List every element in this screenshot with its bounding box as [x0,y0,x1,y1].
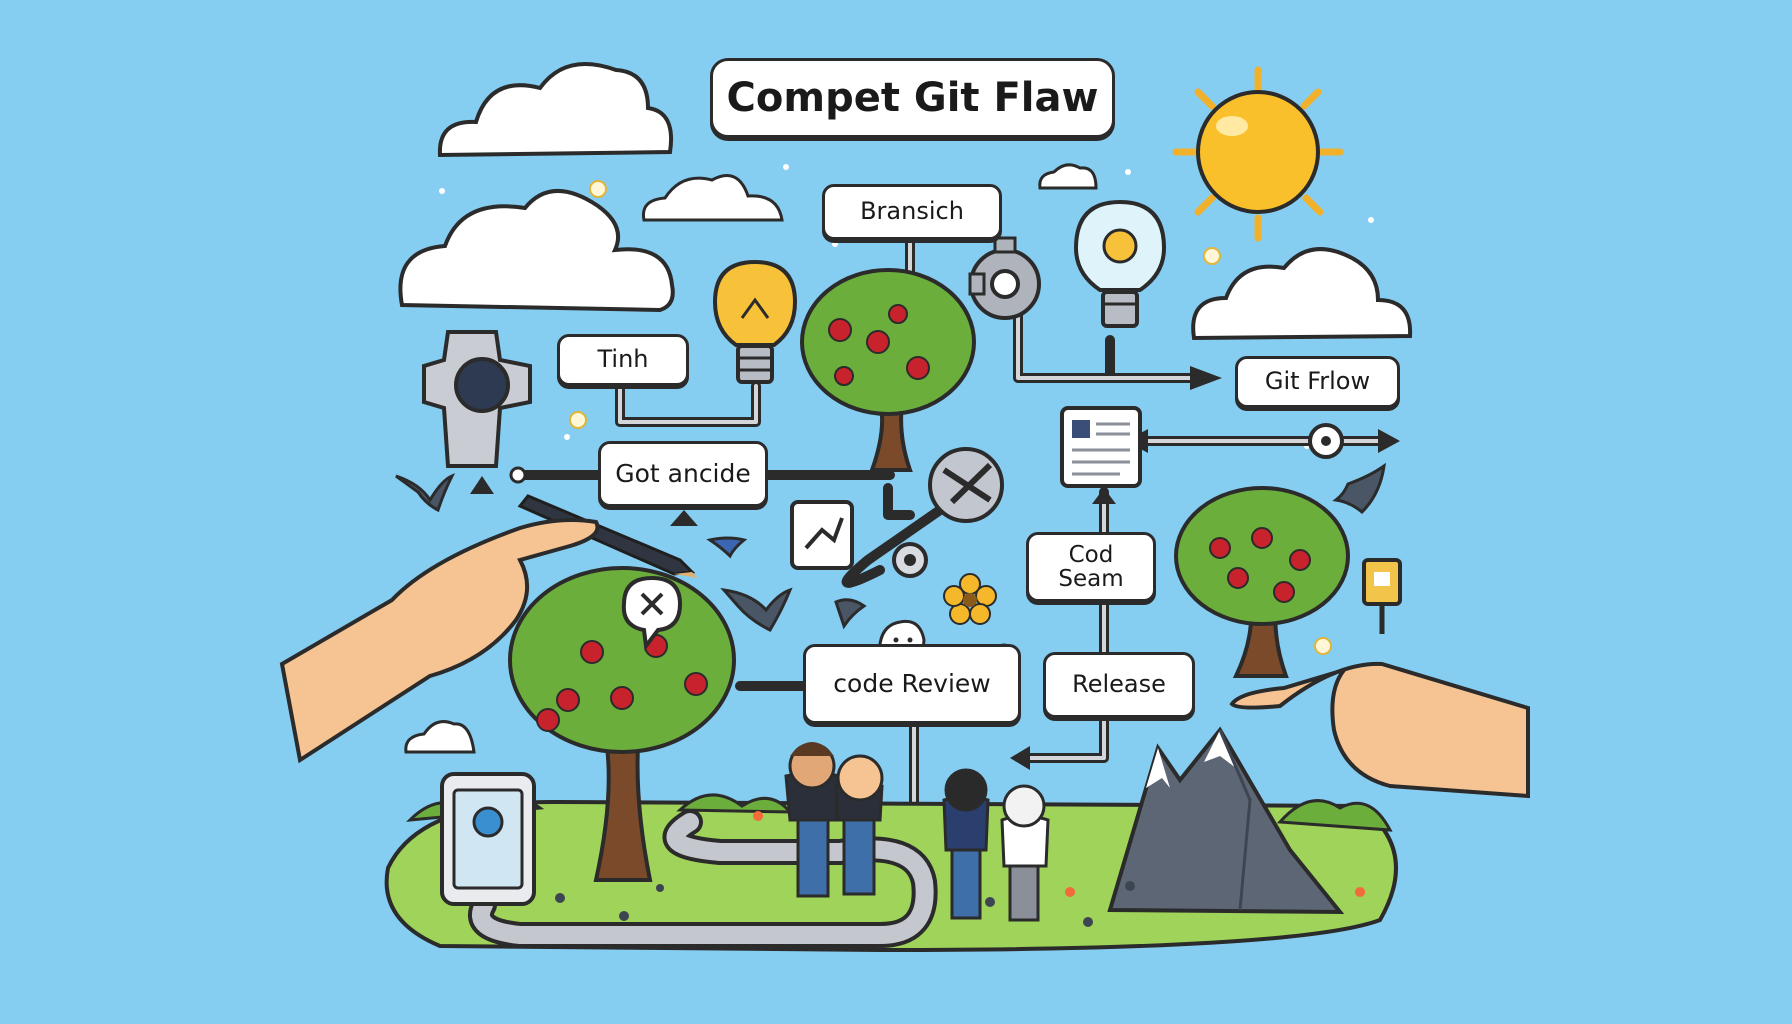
clipboard-icon [1362,558,1402,634]
flower-icon [943,573,997,625]
label-tinh: Tinh [557,334,689,386]
cloud-icon [641,174,784,222]
arrow-icons [470,366,1400,770]
gear-icon [968,236,1041,320]
label-cod-seam: Cod Seam [1026,532,1156,602]
gear-icon [928,447,1004,523]
close-icon [621,575,683,652]
label-git-frlow: Git Frlow [1235,356,1400,408]
rocks [555,881,1135,927]
label-bransich: Bransich [822,184,1002,240]
label-release: Release [1043,652,1195,718]
light-bulb-icon [1073,199,1167,328]
label-got-ancide: Got ancide [598,441,768,507]
small-flowers [569,180,1332,655]
target-icon [1308,423,1344,459]
cloud-icon [404,720,476,754]
tree-icon [800,268,976,472]
person-icon [942,768,990,920]
person-icon [834,754,884,896]
ground-flowers [753,811,1365,897]
cloud-icon [398,189,675,313]
hand-icon [1229,661,1530,799]
person-icon [784,742,842,898]
gear-icon [892,542,928,578]
cloud-icon [1191,247,1413,341]
cloud-icon [1038,163,1098,190]
cloud-icon [437,62,673,158]
light-bulb-icon [712,259,798,384]
bird-icon [395,462,1386,632]
label-code-review: code Review [803,644,1021,724]
hand-icon [279,518,600,764]
checkmark-icon [790,500,854,570]
mountain-icon [1107,726,1345,915]
tree-icon [1174,486,1350,678]
pencil-icon [517,494,698,578]
document-icon [1060,406,1142,488]
page-title: Compet Git Flaw [710,58,1115,138]
road [468,809,938,948]
tablet-icon [440,772,536,906]
sun-icon [1172,66,1344,242]
gear-icon [422,330,532,468]
person-icon [1000,784,1050,922]
